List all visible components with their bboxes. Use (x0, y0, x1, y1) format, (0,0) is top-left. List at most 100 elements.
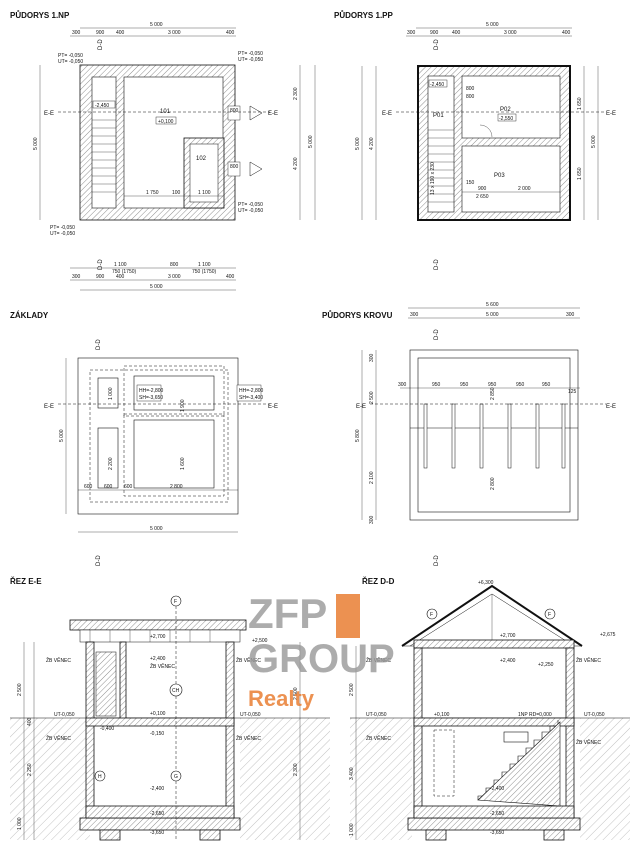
label: ŽB VĚNEC (366, 734, 391, 742)
dim: 2 850 (490, 387, 496, 400)
level: UT-0,050 (584, 712, 605, 718)
level: UT-0,050 (240, 712, 261, 718)
dim: 1 000 (108, 387, 114, 400)
level: -3,650 (150, 830, 164, 836)
dim: 2 800 (490, 477, 496, 490)
section-mark: E-E (44, 111, 54, 117)
dim: 4 200 (293, 157, 299, 170)
dim: 3 000 (168, 30, 181, 36)
section-dd-title: ŘEZ D-D (362, 577, 395, 586)
plan-zaklady-title: ZÁKLADY (10, 311, 49, 320)
dim: 5 000 (150, 284, 163, 290)
dim: 3 000 (168, 274, 181, 280)
dim: 600 (84, 484, 93, 490)
dim: 5 600 (486, 302, 499, 308)
dim: 2 500 (369, 391, 375, 404)
section-ee: ŘEZ E-E F CH H G ŽB VĚNEC (10, 577, 330, 841)
dim: 400 (27, 717, 33, 726)
level: +2,400 (150, 656, 166, 662)
dim: 400 (116, 274, 125, 280)
section-mark: D-D (96, 555, 102, 566)
dim: 5 000 (59, 429, 65, 442)
section-mark: D-D (434, 39, 440, 50)
marker: CH (172, 688, 180, 694)
stair-label: 13 x 190 x 230 (430, 162, 436, 195)
dim: 600 (104, 484, 113, 490)
dim: 400 (562, 30, 571, 36)
dim: 900 (478, 186, 487, 192)
section-mark: E-E (268, 111, 278, 117)
level-tag: -2,450 (95, 103, 109, 109)
level: +2,675 (600, 632, 616, 638)
label: ŽB VĚNEC (150, 662, 175, 670)
dim: 2 500 (293, 687, 299, 700)
level: UT= -0,050 (238, 57, 263, 63)
level-tag: -2,450 (430, 82, 444, 88)
section-ee-title: ŘEZ E-E (10, 577, 42, 586)
dim: 800 (230, 164, 239, 170)
dim: 2 300 (293, 763, 299, 776)
dim: 600 (124, 484, 133, 490)
level: -2,400 (150, 786, 164, 792)
stair-1np (92, 119, 116, 193)
dim: 950 (432, 382, 441, 388)
label: ŽB VĚNEC (236, 656, 261, 664)
dim: 2 800 (170, 484, 183, 490)
watermark-line2: GROUP (248, 637, 395, 681)
label: ŽB VĚNEC (576, 656, 601, 664)
section-mark: E-E (268, 404, 278, 410)
label: 1NP RD=0,000 (518, 712, 552, 718)
dim: 5 800 (355, 429, 361, 442)
level: PT= -0,050 (238, 51, 263, 57)
level: PT= -0,050 (238, 202, 263, 208)
level: PT= -0,050 (58, 53, 83, 59)
dim: 900 (96, 30, 105, 36)
level: -0,400 (100, 726, 114, 732)
marker: F (548, 612, 551, 618)
room-p02: P02 (500, 107, 511, 113)
dim: 1 000 (17, 817, 23, 830)
level: UT= -0,050 (50, 231, 75, 237)
label: ŽB VĚNEC (46, 656, 71, 664)
dim: 150 (466, 180, 475, 186)
level: +6,300 (478, 580, 494, 586)
tag: HH=-2,800 (239, 388, 264, 394)
watermark-logo: ZFP GROUP Realty (248, 590, 395, 711)
dim: 2 650 (476, 194, 489, 200)
level: +2,400 (500, 658, 516, 664)
tag: SH=-3,650 (139, 395, 163, 401)
dim: 800 (170, 262, 179, 268)
watermark-line1: ZFP (248, 590, 327, 637)
dim: 2 000 (518, 186, 531, 192)
section-dd: ŘEZ D-D +6,300 F F ŽB VĚNEC ŽB VĚNEC ŽB … (349, 577, 630, 841)
section-mark: E-E (382, 111, 392, 117)
label: ŽB VĚNEC (236, 734, 261, 742)
watermark-line3: Realty (248, 686, 315, 711)
level: +2,700 (150, 634, 166, 640)
dim: 5 000 (486, 22, 499, 28)
dim: 1 750 (146, 190, 159, 196)
level: -2,650 (150, 811, 164, 817)
dim: 300 (72, 30, 81, 36)
dim: 2 100 (369, 471, 375, 484)
dim: 1 100 (198, 190, 211, 196)
section-mark: E-E (606, 404, 616, 410)
level: UT-0,050 (54, 712, 75, 718)
dim: 2 200 (108, 457, 114, 470)
level: UT-0,050 (366, 712, 387, 718)
dim: 1 900 (180, 399, 186, 412)
section-mark: D-D (434, 555, 440, 566)
level: +2,250 (538, 662, 554, 668)
dim: 300 (72, 274, 81, 280)
plan-zaklady: ZÁKLADY D-D D-D HH=-2,800 SH=-3,650 HH=-… (10, 311, 278, 566)
plan-1np-title: PŮDORYS 1.NP (10, 10, 70, 20)
dim: 800 (466, 86, 475, 92)
dim: 400 (116, 30, 125, 36)
level: UT= -0,050 (238, 208, 263, 214)
dim: 400 (452, 30, 461, 36)
dim: 750 (1750) (112, 269, 137, 275)
room-p01: P01 (433, 113, 444, 119)
dim: 1 650 (577, 167, 583, 180)
plan-1pp-title: PŮDORYS 1.PP (334, 10, 393, 20)
